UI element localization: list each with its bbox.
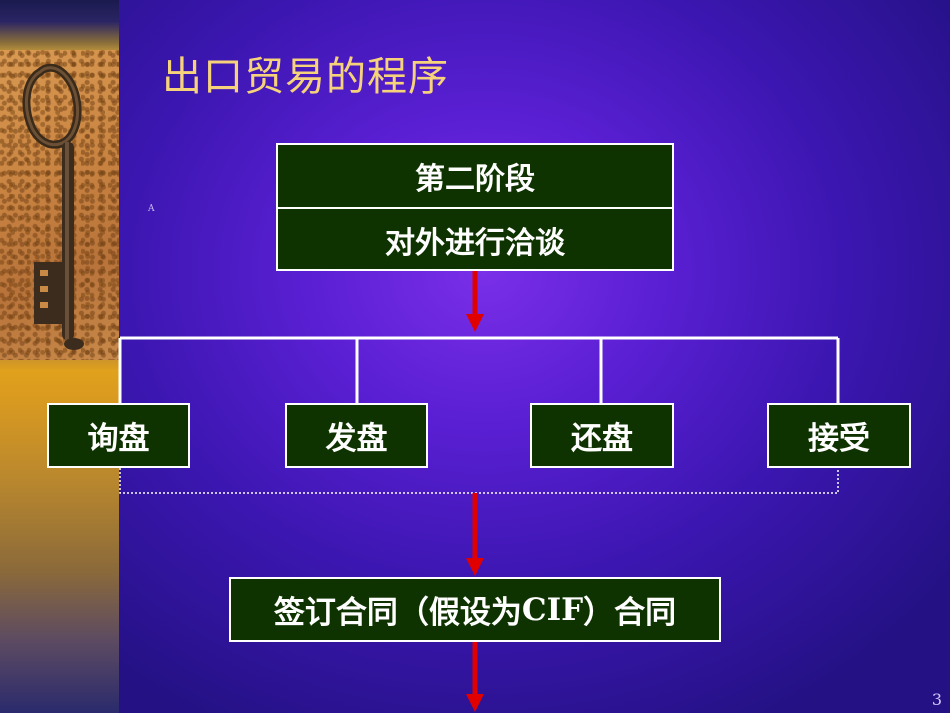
key-icon [22, 63, 84, 350]
step-acceptance: 接受 [767, 403, 911, 468]
stage-subheading: 对外进行洽谈 [278, 207, 672, 271]
key-photo [0, 50, 119, 360]
stage-box: 第二阶段 对外进行洽谈 [276, 143, 674, 271]
stray-label: A [148, 204, 155, 214]
contract-box: 签订合同（假设为 CIF）合同 [229, 577, 721, 642]
arrow-head-contract [466, 694, 484, 712]
arrow-head-stage [466, 314, 484, 332]
step-offer: 发盘 [285, 403, 428, 468]
slide-title: 出口贸易的程序 [162, 54, 449, 100]
stage-heading: 第二阶段 [415, 162, 535, 197]
contract-term: CIF [521, 591, 584, 628]
merge-bar [119, 468, 839, 494]
page-number: 3 [931, 690, 942, 709]
step-counter-offer: 还盘 [530, 403, 674, 468]
step-inquiry: 询盘 [47, 403, 190, 468]
contract-prefix: 签订合同（假设为 [273, 595, 522, 631]
contract-suffix: ）合同 [583, 595, 677, 631]
arrow-head-merge [466, 558, 484, 576]
